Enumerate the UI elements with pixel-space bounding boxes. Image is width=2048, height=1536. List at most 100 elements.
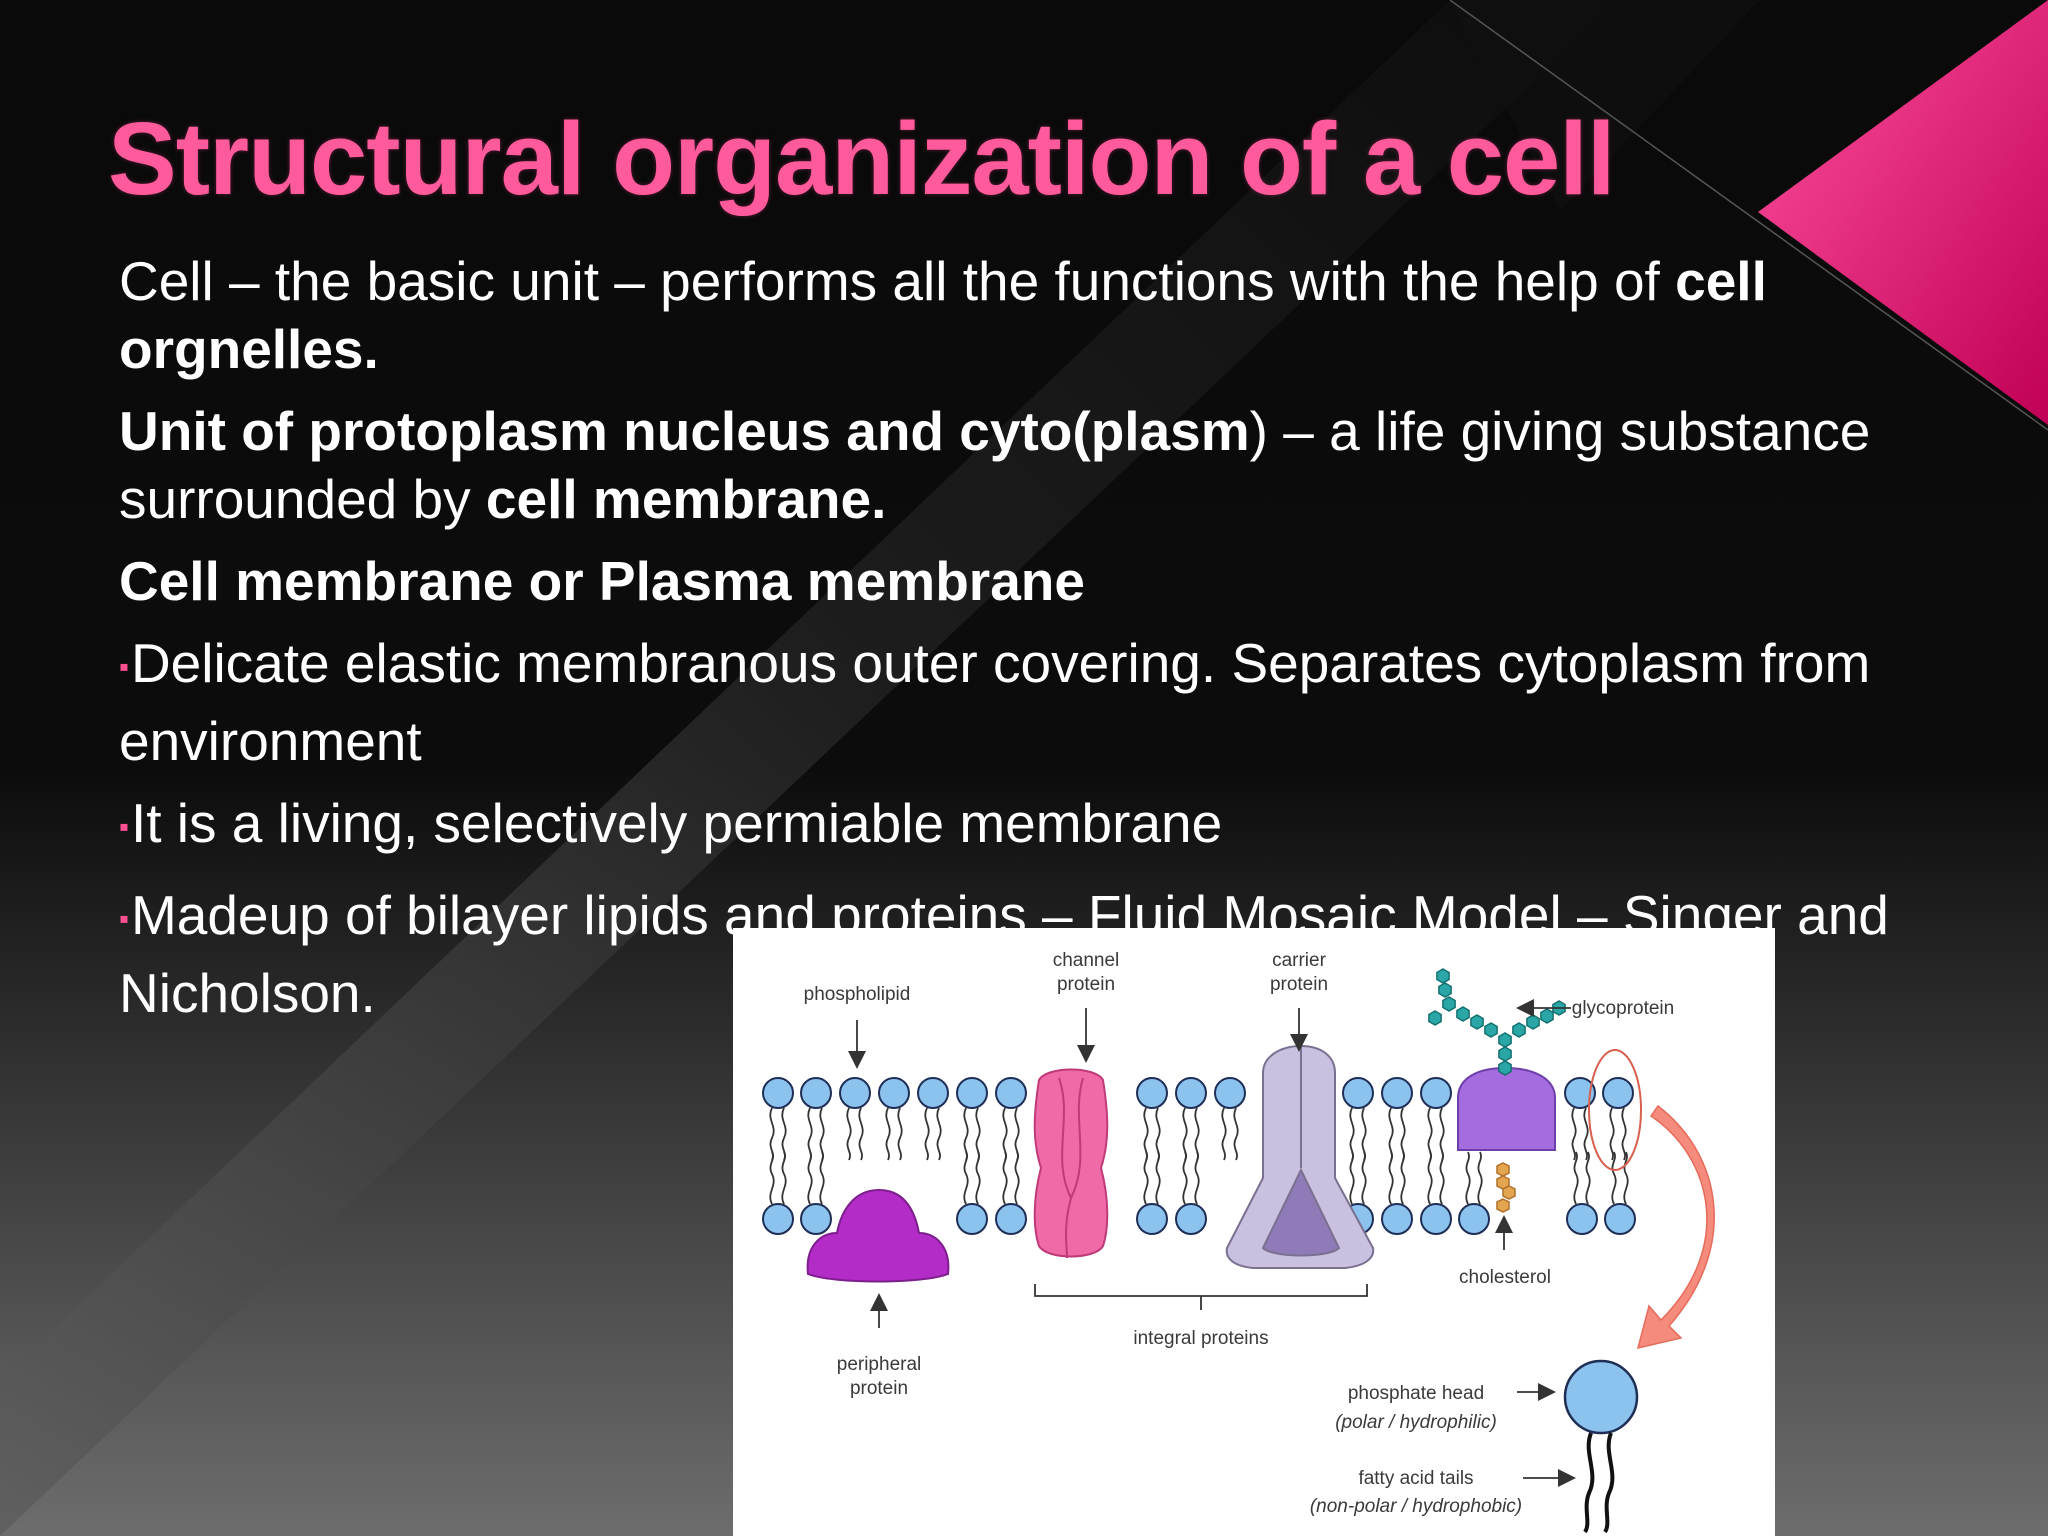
lipid-tail <box>1194 1151 1200 1205</box>
label-peripheral-line2: protein <box>850 1378 908 1399</box>
bullet-point: ▪It is a living, selectively permiable m… <box>119 789 1999 867</box>
lipid-head <box>1420 1203 1452 1235</box>
lipid-tail <box>1583 1107 1589 1161</box>
lipid-head <box>917 1077 949 1109</box>
lipid-head <box>1420 1077 1452 1109</box>
lipid-head <box>1381 1077 1413 1109</box>
slide-body-text: Cell – the basic unit – performs all the… <box>119 247 1999 1041</box>
lipid-tail <box>781 1151 787 1205</box>
sugar-unit <box>1470 1014 1484 1030</box>
lipid-tail <box>975 1151 981 1205</box>
pink-accent-triangle <box>1758 0 2048 425</box>
fluid-mosaic-diagram: phospholipid channel protein carrier pro… <box>762 950 1715 1534</box>
slide-title: Structural organization of a cell <box>108 101 1616 216</box>
label-integral-proteins: integral proteins <box>1133 1328 1268 1349</box>
label-phospholipid: phospholipid <box>804 984 911 1005</box>
lipid-tail <box>1233 1107 1239 1161</box>
lipid-head <box>956 1077 988 1109</box>
sugar-unit <box>1442 996 1456 1012</box>
curved-arrow <box>1636 1104 1715 1350</box>
lipid-tail <box>819 1151 825 1205</box>
lipid-tail <box>1623 1151 1629 1205</box>
lipid-tail <box>924 1107 930 1161</box>
bullet-point: ▪Delicate elastic membranous outer cover… <box>119 629 1999 775</box>
sugar-unit <box>1456 1006 1470 1022</box>
sugar-unit <box>1498 1046 1512 1062</box>
sugar-unit <box>1428 1010 1442 1026</box>
label-polar: (polar / hydrophilic) <box>1335 1412 1497 1433</box>
peripheral-protein-shape <box>806 1188 950 1283</box>
bullet-marker-icon: ▪ <box>119 811 129 842</box>
lipid-tail <box>1621 1107 1627 1161</box>
lipid-head <box>1602 1077 1634 1109</box>
lipid-head <box>1381 1203 1413 1235</box>
channel-protein-shape <box>1033 1068 1109 1259</box>
label-carrier-line1: carrier <box>1272 950 1327 971</box>
lipid-tail <box>936 1107 942 1161</box>
sugar-unit <box>1512 1022 1526 1038</box>
lipid-tail <box>1361 1151 1367 1205</box>
lipid-tail <box>1427 1151 1433 1205</box>
lipid-tail <box>1182 1151 1188 1205</box>
lipid-tail <box>885 1107 891 1161</box>
lipid-head <box>956 1203 988 1235</box>
carrier-protein-shape <box>1225 1044 1375 1269</box>
lipid-head <box>839 1077 871 1109</box>
lipid-tail <box>1014 1151 1020 1205</box>
lipid-head <box>1136 1077 1168 1109</box>
label-carrier-line2: protein <box>1270 974 1328 995</box>
lipid-tail <box>1388 1151 1394 1205</box>
lipid-head <box>800 1077 832 1109</box>
text-run: cell orgnelles. <box>119 250 1767 380</box>
sugar-unit <box>1484 1022 1498 1038</box>
sugar-unit <box>1540 1008 1554 1024</box>
text-run: Unit of protoplasm nucleus and cyto(plas… <box>119 400 1250 462</box>
lipid-head <box>1342 1077 1374 1109</box>
lipid-tail <box>1573 1151 1579 1205</box>
label-cholesterol: cholesterol <box>1459 1267 1551 1288</box>
glycoprotein-shape <box>1428 968 1566 1151</box>
lipid-tail <box>1002 1151 1008 1205</box>
membrane-diagram: phospholipid channel protein carrier pro… <box>733 928 1775 1536</box>
text-run: ) – a life giving substance surrounded b… <box>119 400 1871 530</box>
lipid-tail <box>846 1107 852 1161</box>
bullet-marker-icon: ▪ <box>119 651 129 682</box>
text-run: Cell – the basic unit – performs all the… <box>119 250 1676 312</box>
text-run: It is a living, selectively permiable me… <box>130 792 1223 854</box>
lipid-head <box>1214 1077 1246 1109</box>
lipid-tail <box>769 1151 775 1205</box>
sugar-unit <box>1498 1060 1512 1076</box>
lipid-head <box>995 1077 1027 1109</box>
lipid-head <box>1458 1203 1490 1235</box>
lipid-tail <box>1221 1107 1227 1161</box>
paragraph: Unit of protoplasm nucleus and cyto(plas… <box>119 397 1999 533</box>
integral-bracket <box>1034 1284 1368 1310</box>
lipid-tail <box>1400 1151 1406 1205</box>
bullet-marker-icon: ▪ <box>119 903 129 934</box>
lipid-tail <box>963 1151 969 1205</box>
lipid-tail <box>1143 1151 1149 1205</box>
lipid-head <box>1175 1203 1207 1235</box>
lipid-tail <box>1611 1151 1617 1205</box>
cholesterol-shape <box>1496 1162 1516 1213</box>
lipid-tail <box>1155 1151 1161 1205</box>
sugar-unit <box>1498 1032 1512 1048</box>
label-phosphate-head: phosphate head <box>1348 1383 1484 1404</box>
sugar-unit <box>1438 982 1452 998</box>
sugar-unit <box>1526 1014 1540 1030</box>
text-run: cell membrane. <box>485 468 887 530</box>
lipid-head <box>1566 1203 1598 1235</box>
highlight-ellipse <box>1588 1049 1642 1171</box>
label-nonpolar: (non-polar / hydrophobic) <box>1310 1496 1522 1517</box>
lipid-head <box>762 1203 794 1235</box>
lipid-head <box>1564 1077 1596 1109</box>
lipid-head <box>995 1203 1027 1235</box>
single-phospholipid <box>1563 1359 1639 1534</box>
lipid-tail <box>897 1107 903 1161</box>
label-glycoprotein: glycoprotein <box>1572 998 1674 1019</box>
lipid-tail <box>1465 1151 1471 1205</box>
lipid-tail <box>1609 1107 1615 1161</box>
lipid-bilayer <box>762 1077 1636 1235</box>
lipid-tail <box>1439 1151 1445 1205</box>
label-peripheral-line1: peripheral <box>837 1354 922 1375</box>
